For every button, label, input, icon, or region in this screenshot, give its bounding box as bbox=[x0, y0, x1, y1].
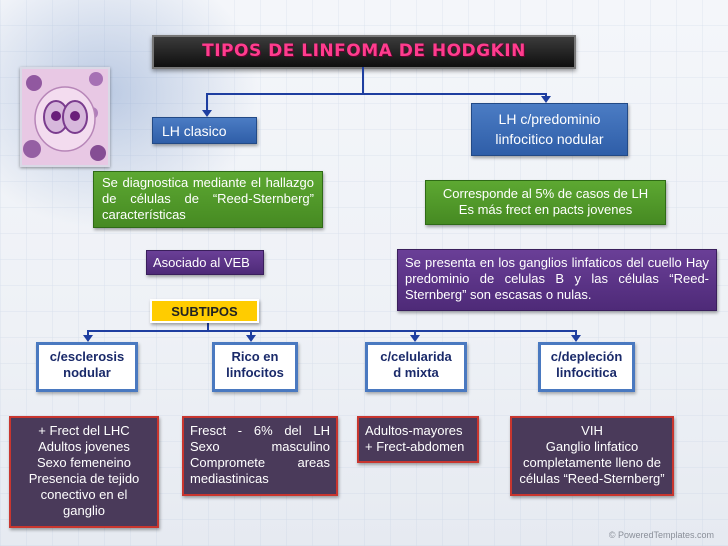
subtype-1-line-1: c/esclerosis bbox=[49, 349, 125, 364]
connector-right-down bbox=[545, 93, 547, 98]
veb-box: Asociado al VEB bbox=[146, 250, 264, 275]
stat-box: Corresponde al 5% de casos de LH Es más … bbox=[425, 180, 666, 225]
detail-2-text: Fresct - 6% del LH Sexo masculino Compro… bbox=[190, 423, 330, 486]
detail-1-line-6: ganglio bbox=[63, 503, 105, 518]
subtype-deplecion-linfocitica: c/depleción linfocitica bbox=[538, 342, 635, 392]
connector-title-down bbox=[362, 67, 364, 94]
connector-top-horizontal bbox=[206, 93, 546, 95]
arrow-subtype-2 bbox=[246, 335, 256, 342]
subtype-1-line-2: nodular bbox=[63, 365, 111, 380]
detail-4-line-3: completamente lleno de bbox=[522, 455, 662, 470]
cell-illustration bbox=[22, 69, 108, 165]
arrow-left-heading bbox=[202, 110, 212, 117]
connector-subtype-1 bbox=[87, 330, 89, 336]
connector-subtype-3 bbox=[414, 330, 416, 336]
subtype-celularidad-mixta: c/celularida d mixta bbox=[365, 342, 467, 392]
subtype-4-line-2: linfocitica bbox=[556, 365, 617, 380]
veb-label: Asociado al VEB bbox=[153, 255, 250, 270]
connector-subtypes-horizontal bbox=[87, 330, 577, 332]
arrow-subtype-1 bbox=[83, 335, 93, 342]
subtype-rico-linfocitos: Rico en linfocitos bbox=[212, 342, 298, 392]
connector-subtipos-down bbox=[207, 320, 209, 331]
subtype-3-line-2: d mixta bbox=[393, 365, 439, 380]
detail-deplecion: VIH Ganglio linfatico completamente llen… bbox=[510, 416, 674, 496]
detail-4-line-1: VIH bbox=[581, 423, 603, 438]
lh-clasico-box: LH clasico bbox=[152, 117, 257, 144]
subtype-2-line-1: Rico en bbox=[231, 349, 279, 364]
diagnosis-text: Se diagnostica mediante el hallazgo de c… bbox=[102, 175, 314, 222]
lh-clasico-label: LH clasico bbox=[162, 123, 227, 139]
stat-line-2: Es más frect en pacts jovenes bbox=[458, 202, 633, 217]
lh-predominio-line-2: linfocitico nodular bbox=[495, 131, 604, 147]
detail-3-line-1: Adultos-mayores bbox=[365, 423, 463, 438]
subtype-2-line-2: linfocitos bbox=[226, 365, 284, 380]
footer-credit: © PoweredTemplates.com bbox=[608, 530, 714, 540]
location-text: Se presenta en los ganglios linfaticos d… bbox=[405, 255, 709, 302]
connector-subtype-4 bbox=[575, 330, 577, 336]
location-box: Se presenta en los ganglios linfaticos d… bbox=[397, 249, 717, 311]
subtipos-box: SUBTIPOS bbox=[150, 299, 259, 323]
detail-1-line-1: + Frect del LHC bbox=[38, 423, 130, 438]
arrow-right-heading bbox=[541, 96, 551, 103]
title-banner: TIPOS DE LINFOMA DE HODGKIN bbox=[152, 35, 576, 69]
subtype-3-line-1: c/celularida bbox=[380, 349, 452, 364]
detail-1-line-3: Sexo femeneino bbox=[37, 455, 131, 470]
connector-subtype-2 bbox=[250, 330, 252, 336]
reed-sternberg-cell-image bbox=[20, 67, 110, 167]
detail-4-line-2: Ganglio linfatico bbox=[545, 439, 639, 454]
arrow-subtype-4 bbox=[571, 335, 581, 342]
page-title: TIPOS DE LINFOMA DE HODGKIN bbox=[202, 41, 526, 61]
diagnosis-box: Se diagnostica mediante el hallazgo de c… bbox=[93, 171, 323, 228]
detail-1-line-5: conectivo en el bbox=[40, 487, 128, 502]
detail-3-line-2: + Frect-abdomen bbox=[365, 439, 465, 454]
detail-4-line-4: células “Reed-Sternberg” bbox=[519, 471, 665, 486]
detail-rico-linfocitos: Fresct - 6% del LH Sexo masculino Compro… bbox=[182, 416, 338, 496]
stat-line-1: Corresponde al 5% de casos de LH bbox=[442, 186, 649, 201]
lh-predominio-box: LH c/predominio linfocitico nodular bbox=[471, 103, 628, 156]
arrow-subtype-3 bbox=[410, 335, 420, 342]
detail-esclerosis: + Frect del LHC Adultos jovenes Sexo fem… bbox=[9, 416, 159, 528]
subtipos-label: SUBTIPOS bbox=[171, 304, 238, 319]
subtype-esclerosis-nodular: c/esclerosis nodular bbox=[36, 342, 138, 392]
detail-celularidad: Adultos-mayores + Frect-abdomen bbox=[357, 416, 479, 463]
subtype-4-line-1: c/depleción bbox=[550, 349, 623, 364]
connector-left-down bbox=[206, 93, 208, 112]
lh-predominio-line-1: LH c/predominio bbox=[498, 111, 601, 127]
detail-1-line-4: Presencia de tejido bbox=[28, 471, 140, 486]
detail-1-line-2: Adultos jovenes bbox=[38, 439, 130, 454]
